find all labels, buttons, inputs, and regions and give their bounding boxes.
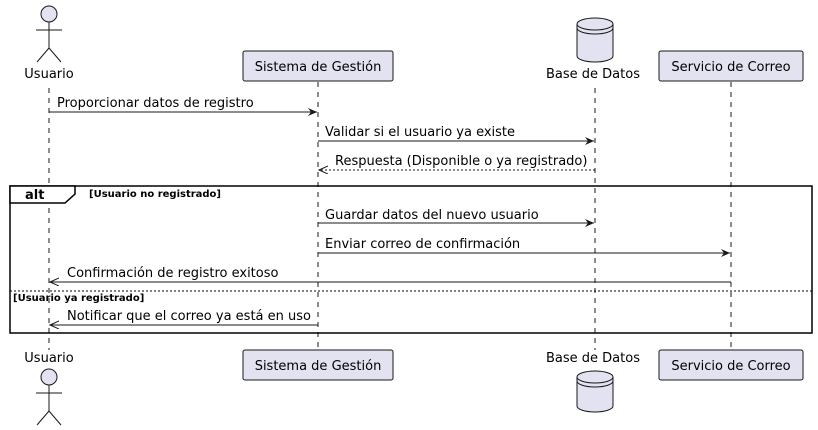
participant-correo-top	[658, 50, 804, 82]
actor-usuario-top	[36, 5, 62, 63]
message-label-4: Guardar datos del nuevo usuario	[325, 208, 539, 223]
database-icon-top	[576, 17, 614, 63]
alt-fragment	[9, 185, 813, 334]
message-label-5: Enviar correo de confirmación	[325, 237, 520, 252]
alt-fragment-tab	[9, 185, 76, 204]
participant-label-correo-bottom: Servicio de Correo	[671, 359, 790, 374]
participant-sistema-top	[242, 50, 394, 82]
participant-correo-bottom	[658, 349, 804, 381]
alt-keyword: alt	[25, 188, 44, 203]
alt-guard-1: [Usuario no registrado]	[89, 189, 221, 200]
message-label-2: Validar si el usuario ya existe	[325, 125, 515, 140]
database-icon-bottom	[576, 370, 614, 413]
participant-label-correo-top: Servicio de Correo	[671, 60, 790, 75]
message-label-7: Notificar que el correo ya está en uso	[67, 309, 311, 324]
message-label-1: Proporcionar datos de registro	[57, 96, 254, 111]
alt-guard-2: [Usuario ya registrado]	[13, 293, 144, 304]
message-label-6: Confirmación de registro exitoso	[67, 266, 279, 281]
participant-label-sistema-bottom: Sistema de Gestión	[255, 359, 382, 374]
participant-sistema-bottom	[242, 349, 394, 381]
participant-label-base-bottom: Base de Datos	[546, 351, 640, 366]
participant-label-base-top: Base de Datos	[546, 67, 640, 82]
actor-usuario-bottom	[36, 368, 62, 426]
message-label-3: Respuesta (Disponible o ya registrado)	[335, 154, 587, 169]
participant-label-usuario-bottom: Usuario	[24, 351, 73, 366]
participant-label-usuario-top: Usuario	[24, 67, 73, 82]
participant-label-sistema-top: Sistema de Gestión	[255, 60, 382, 75]
